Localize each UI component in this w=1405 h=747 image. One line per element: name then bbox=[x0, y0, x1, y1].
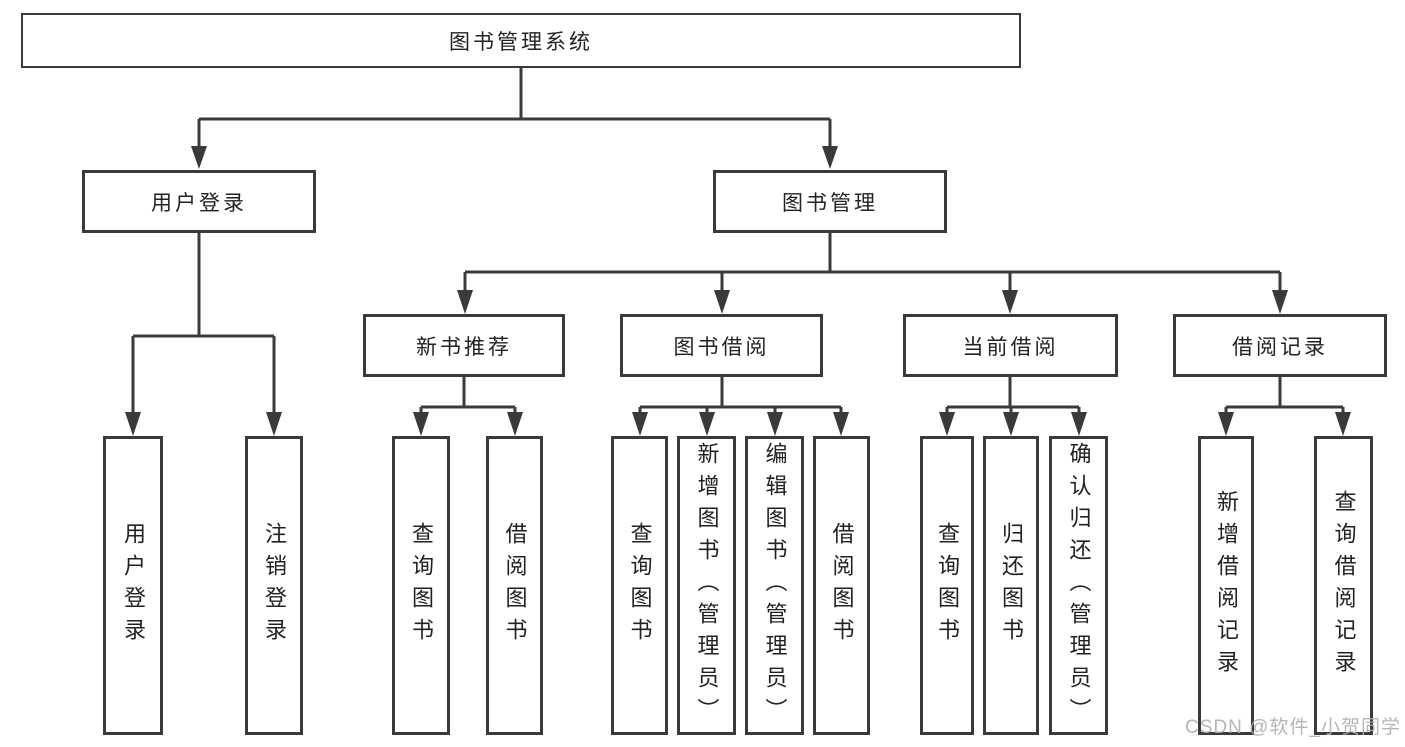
node-label: 注销登录 bbox=[262, 521, 287, 650]
node-label: 图书借阅 bbox=[673, 335, 770, 359]
node-user-login-group: 用户登录 bbox=[82, 170, 316, 233]
node-current-borrowing: 当前借阅 bbox=[903, 314, 1118, 377]
node-label: 借阅记录 bbox=[1232, 335, 1328, 359]
node-label: 归还图书 bbox=[999, 521, 1024, 650]
leaf-query-books-borrowing: 查询图书 bbox=[611, 436, 668, 735]
node-label: 用户登录 bbox=[151, 191, 247, 215]
leaf-borrow-books: 借阅图书 bbox=[813, 436, 870, 735]
node-label: 用户登录 bbox=[121, 521, 146, 650]
leaf-add-borrow-record: 新增借阅记录 bbox=[1198, 436, 1254, 735]
leaf-query-books-recommend: 查询图书 bbox=[392, 436, 450, 735]
leaf-confirm-return-admin: 确认归还（管理员） bbox=[1049, 436, 1108, 735]
node-label: 图书管理系统 bbox=[449, 30, 593, 54]
leaf-return-books: 归还图书 bbox=[983, 436, 1039, 735]
node-borrowing-records: 借阅记录 bbox=[1173, 314, 1387, 377]
node-label: 新增借阅记录 bbox=[1214, 489, 1239, 682]
node-label: 确认归还（管理员） bbox=[1066, 441, 1092, 730]
node-label: 查询图书 bbox=[409, 521, 434, 650]
node-new-book-recommend: 新书推荐 bbox=[363, 314, 565, 377]
leaf-borrow-books-recommend: 借阅图书 bbox=[486, 436, 543, 735]
node-label: 编辑图书（管理员） bbox=[762, 441, 788, 730]
node-library-management-system: 图书管理系统 bbox=[21, 13, 1021, 68]
node-label: 查询图书 bbox=[627, 521, 653, 650]
node-label: 借阅图书 bbox=[829, 521, 855, 650]
node-book-management: 图书管理 bbox=[713, 170, 947, 233]
node-label: 借阅图书 bbox=[502, 521, 528, 650]
node-label: 当前借阅 bbox=[962, 335, 1059, 359]
leaf-logout: 注销登录 bbox=[245, 436, 303, 735]
leaf-query-borrow-record: 查询借阅记录 bbox=[1314, 436, 1373, 735]
node-label: 查询借阅记录 bbox=[1331, 489, 1357, 682]
leaf-edit-books-admin: 编辑图书（管理员） bbox=[745, 436, 804, 735]
node-label: 新书推荐 bbox=[416, 335, 512, 359]
leaf-query-books-current: 查询图书 bbox=[920, 436, 974, 735]
csdn-watermark: CSDN @软件_小贺同学 bbox=[1185, 717, 1401, 738]
node-book-borrowing: 图书借阅 bbox=[620, 314, 823, 377]
arrowheads bbox=[125, 146, 1351, 436]
leaf-user-login: 用户登录 bbox=[103, 436, 163, 735]
node-label: 图书管理 bbox=[782, 191, 878, 215]
leaf-add-books-admin: 新增图书（管理员） bbox=[677, 436, 736, 735]
node-label: 查询图书 bbox=[935, 521, 960, 650]
node-label: 新增图书（管理员） bbox=[694, 441, 720, 730]
